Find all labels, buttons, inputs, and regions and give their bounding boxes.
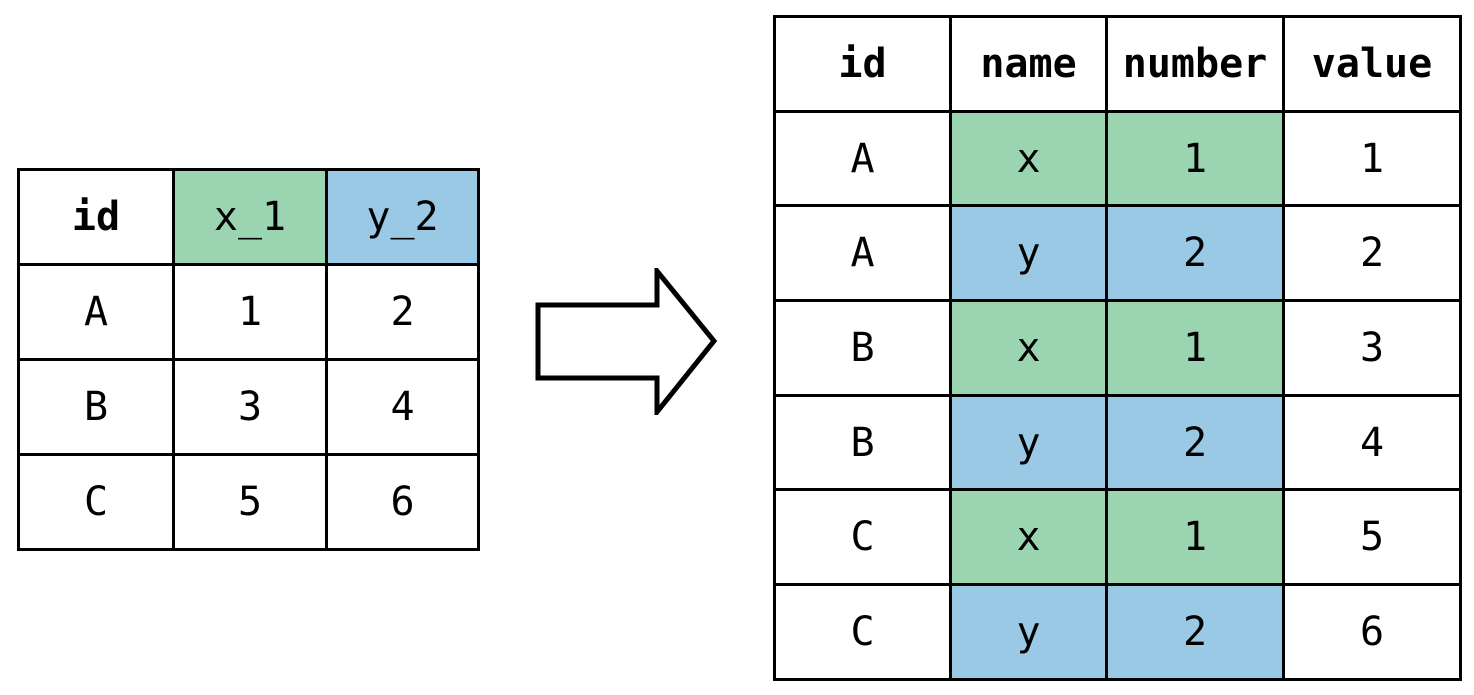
long-table-cell-r3c0: B bbox=[773, 393, 952, 492]
right-arrow-icon bbox=[535, 268, 717, 415]
wide-table-cell-r1c2: 4 bbox=[325, 358, 480, 456]
long-table-header-value: value bbox=[1282, 15, 1462, 113]
wide-table-cell-r0c2: 2 bbox=[325, 263, 480, 361]
long-table-header-id: id bbox=[773, 15, 952, 113]
long-table-cell-r2c1: x bbox=[949, 299, 1108, 397]
long-table-cell-r4c1: x bbox=[949, 488, 1108, 587]
long-table-cell-r1c2: 2 bbox=[1105, 204, 1285, 303]
long-table-cell-r1c1: y bbox=[949, 204, 1108, 303]
long-table-cell-r0c1: x bbox=[949, 109, 1108, 208]
long-table-cell-r0c0: A bbox=[773, 109, 952, 208]
wide-table-header-x_1: x_1 bbox=[172, 168, 328, 266]
long-table-cell-r3c2: 2 bbox=[1105, 393, 1285, 492]
long-table-cell-r2c3: 3 bbox=[1282, 299, 1462, 397]
long-table-cell-r4c0: C bbox=[773, 488, 952, 587]
wide-table-cell-r2c2: 6 bbox=[325, 453, 480, 551]
long-table-cell-r1c0: A bbox=[773, 204, 952, 303]
wide-table-cell-r2c1: 5 bbox=[172, 453, 328, 551]
long-table-cell-r2c0: B bbox=[773, 299, 952, 397]
wide-table-cell-r2c0: C bbox=[17, 453, 175, 551]
long-table-cell-r5c1: y bbox=[949, 583, 1108, 681]
long-table-header-number: number bbox=[1105, 15, 1285, 113]
long-table-cell-r5c0: C bbox=[773, 583, 952, 681]
long-table-cell-r0c2: 1 bbox=[1105, 109, 1285, 208]
long-table-cell-r4c2: 1 bbox=[1105, 488, 1285, 587]
wide-table-header-y_2: y_2 bbox=[325, 168, 480, 266]
long-table-cell-r5c2: 2 bbox=[1105, 583, 1285, 681]
long-table-cell-r5c3: 6 bbox=[1282, 583, 1462, 681]
long-table-cell-r2c2: 1 bbox=[1105, 299, 1285, 397]
right-arrow-shape bbox=[535, 268, 717, 415]
wide-table-cell-r1c0: B bbox=[17, 358, 175, 456]
wide-table-header-id: id bbox=[17, 168, 175, 266]
long-table-cell-r4c3: 5 bbox=[1282, 488, 1462, 587]
long-table-cell-r3c3: 4 bbox=[1282, 393, 1462, 492]
long-table-cell-r1c3: 2 bbox=[1282, 204, 1462, 303]
long-table-header-name: name bbox=[949, 15, 1108, 113]
long-table-cell-r3c1: y bbox=[949, 393, 1108, 492]
long-table-cell-r0c3: 1 bbox=[1282, 109, 1462, 208]
wide-table-cell-r0c0: A bbox=[17, 263, 175, 361]
wide-table-cell-r0c1: 1 bbox=[172, 263, 328, 361]
wide-table-cell-r1c1: 3 bbox=[172, 358, 328, 456]
